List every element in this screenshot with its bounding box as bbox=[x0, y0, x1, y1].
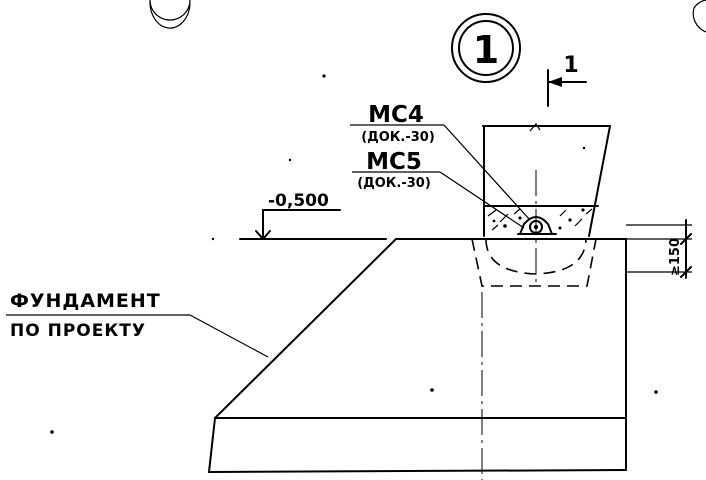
foundation-leader: ФУНДАМЕНТ ПО ПРОЕКТУ bbox=[6, 290, 269, 358]
section-cut-marker: 1 bbox=[547, 53, 587, 107]
mc4-document: (ДОК.-30) bbox=[361, 130, 435, 145]
section-cut-number: 1 bbox=[563, 53, 578, 78]
foundation-outline bbox=[208, 238, 627, 473]
height-dimension: ≥150 bbox=[626, 219, 692, 279]
callout-mc5: МС5 (ДОК.-30) bbox=[352, 149, 525, 229]
registration-circle-right bbox=[692, 0, 706, 33]
mc5-document: (ДОК.-30) bbox=[357, 176, 431, 191]
section-number-bubble: 1 bbox=[451, 13, 521, 83]
elevation-value: -0,500 bbox=[268, 191, 329, 211]
registration-circle-left bbox=[149, 0, 191, 29]
column bbox=[482, 123, 611, 237]
callout-mc4: МС4 (ДОК.-30) bbox=[350, 102, 531, 221]
grout-bed bbox=[483, 205, 599, 231]
section-number: 1 bbox=[473, 28, 499, 72]
foundation-socket-dashed bbox=[471, 238, 597, 287]
mc4-label: МС4 bbox=[368, 102, 424, 128]
elevation-mark: -0,500 bbox=[239, 191, 387, 240]
mc5-label: МС5 bbox=[366, 149, 422, 175]
anchor-bolt-assembly bbox=[517, 216, 557, 235]
scan-specks bbox=[50, 74, 658, 434]
foundation-label-line1: ФУНДАМЕНТ bbox=[10, 290, 161, 312]
foundation-label-line2: ПО ПРОЕКТУ bbox=[10, 321, 146, 341]
dimension-value: ≥150 bbox=[668, 238, 683, 276]
